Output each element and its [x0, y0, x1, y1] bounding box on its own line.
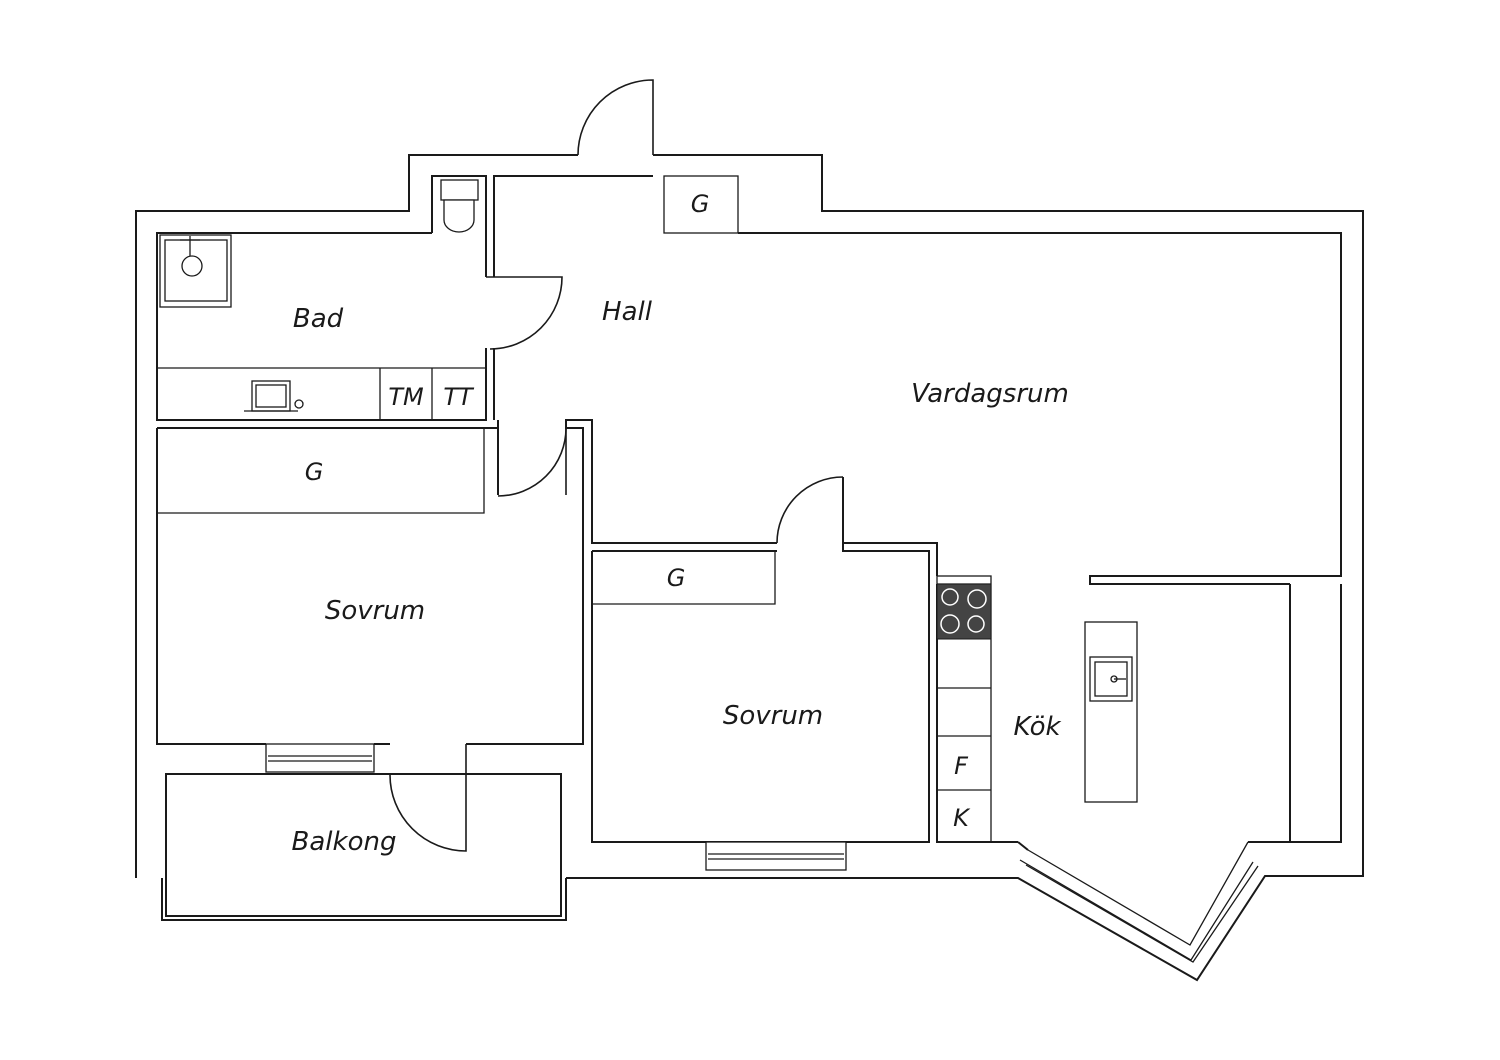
room-label-bad: Bad [293, 304, 344, 334]
windows [265, 743, 1259, 963]
bad-door [486, 276, 563, 350]
label-k: K [953, 804, 971, 832]
label-g-sovrum-2: G [667, 564, 686, 592]
shower-icon [159, 234, 232, 308]
kitchen-fixtures [936, 575, 1138, 843]
bad-fixtures [159, 179, 479, 412]
doors [389, 79, 844, 852]
window-kok-bay [1019, 841, 1259, 963]
label-g-sovrum-1: G [305, 458, 324, 486]
label-tm: TM [388, 383, 424, 411]
sovrum-1-door [497, 427, 567, 497]
washbasin-icon [244, 380, 304, 412]
room-label-sovrum-1: Sovrum [325, 596, 425, 626]
room-label-sovrum-2: Sovrum [723, 701, 823, 731]
room-label-kok: Kök [1013, 712, 1061, 742]
window-sovrum-2 [705, 841, 847, 871]
room-label-balkong: Balkong [292, 827, 397, 857]
kitchen-island [1084, 621, 1138, 803]
room-label-hall: Hall [602, 297, 653, 327]
entrance-door [577, 79, 654, 156]
window-sovrum-1 [265, 743, 375, 773]
toilet-icon [440, 179, 479, 233]
outer-walls [135, 154, 1364, 982]
sovrum-2-door [776, 476, 844, 544]
room-label-vardagsrum: Vardagsrum [911, 379, 1069, 409]
balcony [165, 773, 562, 917]
label-tt: TT [443, 383, 475, 411]
label-f: F [954, 752, 969, 780]
sink-icon [1089, 656, 1133, 702]
label-g-hall: G [691, 190, 710, 218]
stove-icon [936, 583, 992, 640]
hall-storage [663, 175, 739, 234]
fixture-labels: TM TT G G G F K [305, 190, 971, 832]
room-labels: Bad Hall Vardagsrum Sovrum Sovrum Kök Ba… [292, 297, 1069, 857]
balkong-door [389, 744, 467, 852]
